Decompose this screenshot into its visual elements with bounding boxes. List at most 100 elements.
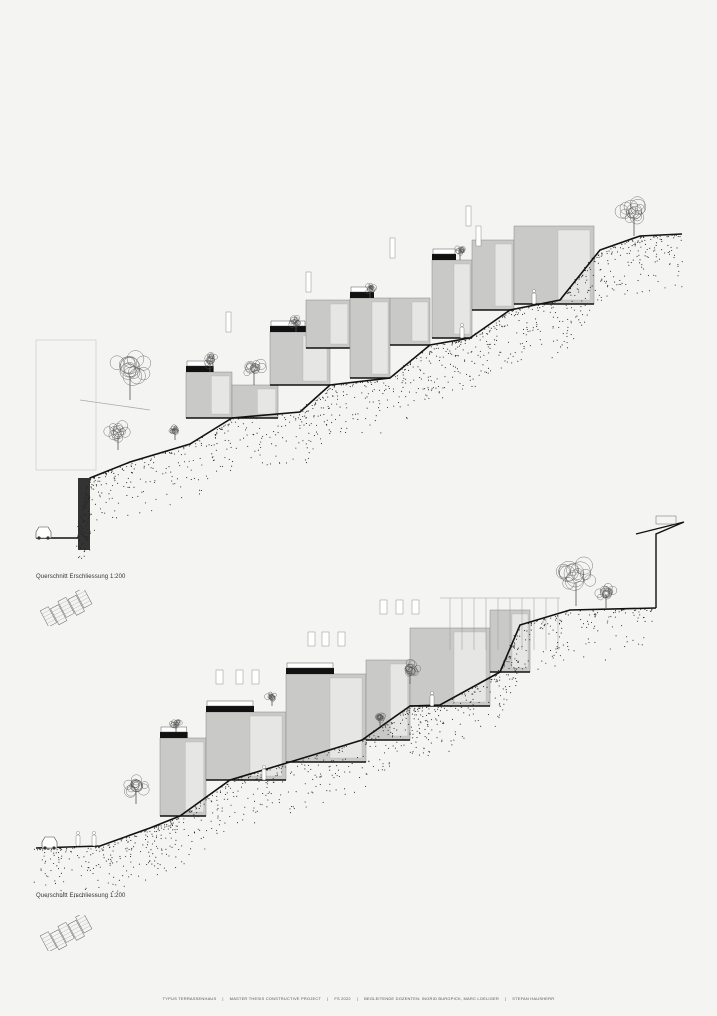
soil-dot: [88, 861, 90, 863]
person-icon: [261, 765, 267, 781]
soil-dot: [148, 464, 150, 466]
soil-dot: [114, 480, 116, 482]
soil-dot: [117, 482, 119, 484]
soil-dot: [76, 537, 78, 539]
soil-dot: [90, 479, 92, 481]
soil-dot: [495, 674, 497, 676]
soil-dot: [488, 331, 491, 333]
tree-foliage: [458, 251, 463, 256]
soil-dot: [285, 462, 288, 464]
soil-dot: [154, 826, 156, 828]
soil-dot: [496, 324, 498, 326]
soil-dot: [138, 863, 140, 865]
soil-dot: [226, 784, 228, 786]
soil-dot: [644, 620, 646, 623]
soil-dot: [383, 752, 386, 754]
keyplan-hatch: [69, 598, 78, 603]
soil-dot: [183, 448, 185, 450]
soil-dot: [427, 721, 429, 723]
soil-dot: [200, 802, 202, 804]
soil-dot: [506, 658, 508, 660]
soil-dot: [388, 387, 390, 390]
soil-dot: [310, 401, 312, 403]
soil-dot: [419, 706, 421, 708]
soil-dot: [83, 534, 85, 536]
soil-dot: [614, 611, 616, 613]
soil-dot: [226, 792, 228, 794]
soil-dot: [176, 828, 178, 830]
soil-dot: [587, 289, 589, 291]
soil-dot: [320, 407, 322, 409]
soil-dot: [293, 774, 295, 776]
soil-dot: [314, 404, 316, 406]
soil-dot: [312, 778, 314, 781]
soil-dot: [223, 798, 225, 800]
soil-dot: [211, 457, 213, 459]
soil-dot: [513, 646, 515, 648]
soil-dot: [574, 294, 576, 297]
soil-dot: [428, 360, 430, 362]
soil-dot: [211, 792, 213, 795]
soil-dot: [504, 325, 506, 327]
tree-foliage: [630, 199, 647, 216]
soil-dot: [259, 427, 261, 429]
soil-dot: [230, 469, 232, 471]
soil-dot: [514, 668, 516, 670]
soil-dot: [632, 612, 634, 614]
unit-window: [185, 741, 204, 813]
soil-dot: [557, 642, 559, 644]
soil-dot: [197, 828, 199, 830]
soil-dot: [89, 532, 92, 534]
soil-dot: [165, 468, 167, 470]
person-body: [261, 768, 267, 781]
tree-foliage: [124, 356, 136, 368]
soil-dot: [587, 270, 589, 272]
soil-dot: [647, 256, 649, 258]
soil-dot: [667, 244, 669, 247]
soil-dot: [500, 669, 502, 671]
soil-dot: [168, 466, 170, 468]
soil-dot: [197, 815, 199, 818]
soil-dot: [532, 329, 534, 331]
soil-dot: [581, 300, 583, 302]
soil-dot: [265, 794, 267, 796]
soil-dot: [85, 497, 87, 499]
soil-dot: [155, 845, 158, 847]
soil-dot: [299, 424, 301, 426]
soil-dot: [289, 421, 291, 423]
soil-dot: [90, 486, 92, 488]
soil-dot: [677, 265, 679, 267]
unit-window: [330, 303, 348, 345]
soil-dot: [394, 715, 396, 717]
soil-dot: [103, 472, 105, 474]
soil-dot: [221, 465, 223, 467]
soil-dot: [318, 397, 320, 399]
soil-dot: [570, 612, 572, 614]
soil-dot: [99, 476, 101, 479]
soil-dot: [301, 763, 303, 765]
soil-dot: [141, 459, 143, 461]
soil-dot: [653, 247, 656, 249]
soil-dot: [166, 823, 168, 826]
soil-dot: [488, 701, 490, 704]
soil-dot: [132, 866, 135, 868]
soil-dot: [190, 811, 193, 813]
soil-dot: [304, 459, 307, 461]
soil-dot: [191, 810, 193, 812]
soil-dot: [159, 864, 161, 866]
soil-dot: [393, 727, 395, 730]
tree-icon: [264, 691, 277, 702]
soil-dot: [210, 820, 212, 822]
unit-window: [557, 229, 591, 301]
soil-dot: [604, 276, 606, 278]
soil-dot: [459, 372, 461, 374]
soil-dot: [539, 330, 541, 332]
soil-dot: [529, 345, 531, 347]
soil-dot: [199, 440, 201, 442]
soil-dot: [304, 768, 306, 770]
soil-dot: [503, 664, 505, 666]
soil-dot: [542, 619, 544, 621]
soil-dot: [487, 713, 490, 716]
soil-dot: [446, 705, 448, 707]
soil-dot: [152, 467, 154, 469]
